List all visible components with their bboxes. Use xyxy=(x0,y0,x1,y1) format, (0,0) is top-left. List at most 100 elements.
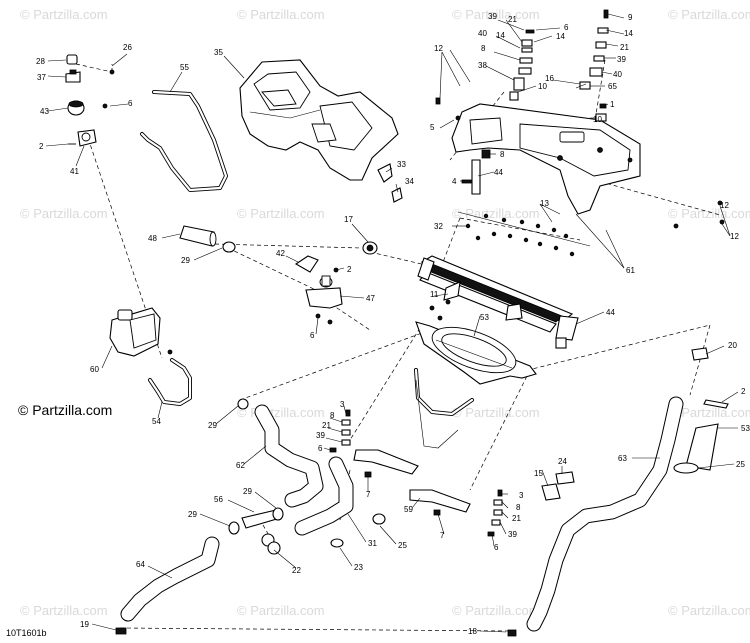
callout-2: 2 xyxy=(741,387,746,396)
callout-1: 1 xyxy=(610,100,615,109)
callout-21: 21 xyxy=(322,421,331,430)
callout-62: 62 xyxy=(236,461,245,470)
callout-18: 18 xyxy=(468,627,477,636)
thermostat-housing xyxy=(294,255,343,325)
watermark: © Partzilla.com xyxy=(237,7,325,22)
callout-31: 31 xyxy=(368,539,377,548)
callout-6: 6 xyxy=(128,99,133,108)
callout-2: 2 xyxy=(39,142,44,151)
callout-53: 53 xyxy=(480,313,489,322)
lower-left-hoses xyxy=(115,398,386,635)
watermark: © Partzilla.com xyxy=(20,603,108,618)
right-coolant-hose xyxy=(507,347,729,637)
upper-radiator-hose xyxy=(179,225,378,255)
callout-12: 12 xyxy=(434,44,443,53)
callout-32: 32 xyxy=(434,222,443,231)
watermark: © Partzilla.com xyxy=(452,603,540,618)
callout-7: 7 xyxy=(366,490,371,499)
watermark: © Partzilla.com xyxy=(452,405,540,420)
callout-44: 44 xyxy=(606,308,615,317)
callout-21: 21 xyxy=(508,15,517,24)
callout-3: 3 xyxy=(340,400,345,409)
watermark: © Partzilla.com xyxy=(237,603,325,618)
watermark: © Partzilla.com xyxy=(668,206,750,221)
callout-7: 7 xyxy=(440,531,445,540)
callout-21: 21 xyxy=(512,514,521,523)
callout-8: 8 xyxy=(516,503,521,512)
callout-63: 63 xyxy=(618,454,627,463)
watermark: © Partzilla.com xyxy=(20,206,108,221)
callout-15: 15 xyxy=(534,469,543,478)
callout-16: 16 xyxy=(545,74,554,83)
callout-10: 10 xyxy=(593,115,602,124)
watermark: © Partzilla.com xyxy=(452,7,540,22)
callout-29: 29 xyxy=(188,510,197,519)
watermark: © Partzilla.com xyxy=(452,206,540,221)
callout-14: 14 xyxy=(556,32,565,41)
callout-12: 12 xyxy=(720,201,729,210)
callout-39: 39 xyxy=(488,12,497,21)
watermark: © Partzilla.com xyxy=(668,7,750,22)
callout-14: 14 xyxy=(624,29,633,38)
callout-2: 2 xyxy=(347,265,352,274)
callout-55: 55 xyxy=(180,63,189,72)
callout-25: 25 xyxy=(736,460,745,469)
callout-29: 29 xyxy=(181,256,190,265)
callout-54: 54 xyxy=(152,417,161,426)
callout-37: 37 xyxy=(37,73,46,82)
callout-53: 53 xyxy=(741,424,750,433)
hose-clamps-15-24 xyxy=(541,471,575,501)
callout-29: 29 xyxy=(208,421,217,430)
callout-24: 24 xyxy=(558,457,567,466)
callout-8: 8 xyxy=(500,150,505,159)
watermark: © Partzilla.com xyxy=(237,206,325,221)
callout-47: 47 xyxy=(366,294,375,303)
callout-17: 17 xyxy=(344,215,353,224)
radiator xyxy=(417,255,579,349)
callout-labels: 26 28 37 43 6 2 41 55 35 33 34 39 21 6 4… xyxy=(36,12,750,636)
callout-43: 43 xyxy=(40,107,49,116)
callout-59: 59 xyxy=(404,505,413,514)
callout-20: 20 xyxy=(728,341,737,350)
callout-39: 39 xyxy=(617,55,626,64)
callout-29: 29 xyxy=(243,487,252,496)
callout-41: 41 xyxy=(70,167,79,176)
watermark: © Partzilla.com xyxy=(668,405,750,420)
callout-11: 11 xyxy=(430,290,439,299)
callout-6: 6 xyxy=(318,444,323,453)
callout-22: 22 xyxy=(292,566,301,575)
callout-6: 6 xyxy=(310,331,315,340)
callout-35: 35 xyxy=(214,48,223,57)
watermark: © Partzilla.com xyxy=(668,603,750,618)
callout-56: 56 xyxy=(214,495,223,504)
callout-39: 39 xyxy=(316,431,325,440)
callout-40: 40 xyxy=(478,29,487,38)
callout-34: 34 xyxy=(405,177,414,186)
fastener-row xyxy=(457,200,725,257)
watermark: © Partzilla.com xyxy=(20,7,108,22)
callout-39: 39 xyxy=(508,530,517,539)
copyright-text: © Partzilla.com xyxy=(18,402,113,418)
assembly-lines xyxy=(75,59,721,632)
callout-9: 9 xyxy=(628,13,633,22)
callout-38: 38 xyxy=(478,61,487,70)
shroud-panel xyxy=(239,59,399,181)
reservoir-cap-stack xyxy=(65,54,115,147)
callout-19: 19 xyxy=(80,620,89,629)
callout-65: 65 xyxy=(608,82,617,91)
callout-12: 12 xyxy=(730,232,739,241)
clip-fasteners xyxy=(377,163,403,203)
fan-shroud xyxy=(414,321,537,449)
callout-14: 14 xyxy=(496,31,505,40)
callout-64: 64 xyxy=(136,560,145,569)
callout-6: 6 xyxy=(564,23,569,32)
callout-3: 3 xyxy=(519,491,524,500)
callout-13: 13 xyxy=(540,199,549,208)
diagram-code: 10T1601b xyxy=(6,628,47,638)
callout-28: 28 xyxy=(36,57,45,66)
callout-33: 33 xyxy=(397,160,406,169)
callout-8: 8 xyxy=(481,44,486,53)
callout-8: 8 xyxy=(330,411,335,420)
callout-25: 25 xyxy=(398,541,407,550)
fastener-stack-center xyxy=(435,9,609,122)
